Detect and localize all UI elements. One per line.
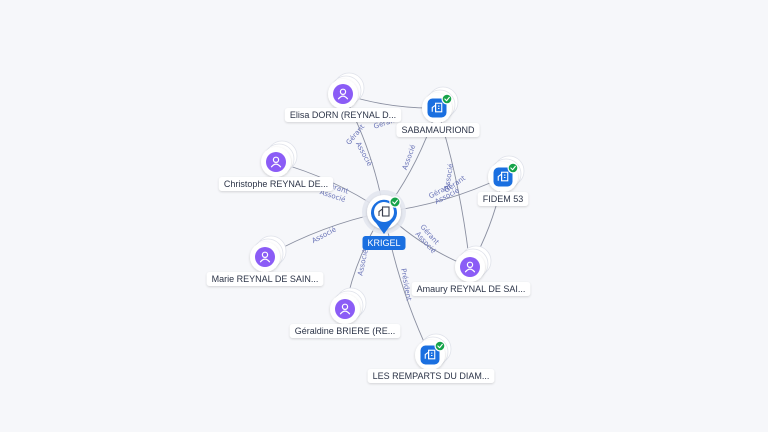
verified-check-icon [389, 196, 401, 208]
person-icon [337, 88, 349, 100]
person-icon [464, 261, 476, 273]
node-marie[interactable]: Marie REYNAL DE SAIN... [206, 235, 324, 286]
node-fidem[interactable]: FIDEM 53 [477, 155, 529, 206]
node-sabamauriond[interactable]: SABAMAURIOND [396, 86, 480, 137]
node-label-text: LES REMPARTS DU DIAM... [373, 371, 490, 381]
node-label-remparts: LES REMPARTS DU DIAM... [367, 369, 495, 383]
person-icon [270, 156, 282, 168]
building-icon [424, 349, 436, 360]
node-label-text: SABAMAURIOND [401, 125, 475, 135]
node-christophe[interactable]: Christophe REYNAL DE... [218, 140, 334, 191]
node-label-text: FIDEM 53 [483, 194, 524, 204]
node-label-marie: Marie REYNAL DE SAIN... [206, 272, 324, 286]
node-label-text: Géraldine BRIERE (RE... [295, 326, 396, 336]
edge-label-sabamauriond: Associé [401, 144, 418, 172]
verified-check-icon [441, 93, 453, 105]
edge-label-geraldine: Associé [356, 249, 369, 277]
person-icon [339, 303, 351, 315]
node-label-christophe: Christophe REYNAL DE... [218, 177, 334, 191]
node-label-geraldine: Géraldine BRIERE (RE... [289, 324, 401, 338]
node-amaury[interactable]: Amaury REYNAL DE SAI... [411, 245, 531, 296]
node-label-text: Elisa DORN (REYNAL D... [290, 110, 396, 120]
edge-label-elisa: Associé [354, 140, 373, 167]
node-label-elisa: Elisa DORN (REYNAL D... [284, 108, 402, 122]
node-label-sabamauriond: SABAMAURIOND [396, 123, 480, 137]
nodes-layer: Elisa DORN (REYNAL D... SABAMAURIOND Chris… [206, 72, 531, 383]
node-krigel-center[interactable]: KRIGEL [362, 190, 406, 250]
building-icon [497, 171, 509, 182]
verified-check-icon [507, 162, 519, 174]
node-label-text: Christophe REYNAL DE... [224, 179, 328, 189]
edge-label-remparts: Président [399, 268, 413, 302]
center-label-text: KRIGEL [367, 238, 400, 248]
node-remparts[interactable]: LES REMPARTS DU DIAM... [367, 333, 495, 383]
building-icon [431, 102, 443, 113]
person-icon [259, 251, 271, 263]
center-label: KRIGEL [362, 236, 406, 250]
verified-check-icon [434, 340, 446, 352]
edge-label-marie: Associé [310, 225, 337, 244]
node-geraldine[interactable]: Géraldine BRIERE (RE... [289, 287, 401, 338]
building-icon [378, 206, 390, 217]
node-label-amaury: Amaury REYNAL DE SAI... [411, 282, 531, 296]
node-label-text: Amaury REYNAL DE SAI... [417, 284, 526, 294]
node-label-text: Marie REYNAL DE SAIN... [212, 274, 319, 284]
node-label-fidem: FIDEM 53 [477, 192, 529, 206]
node-elisa[interactable]: Elisa DORN (REYNAL D... [284, 72, 402, 122]
